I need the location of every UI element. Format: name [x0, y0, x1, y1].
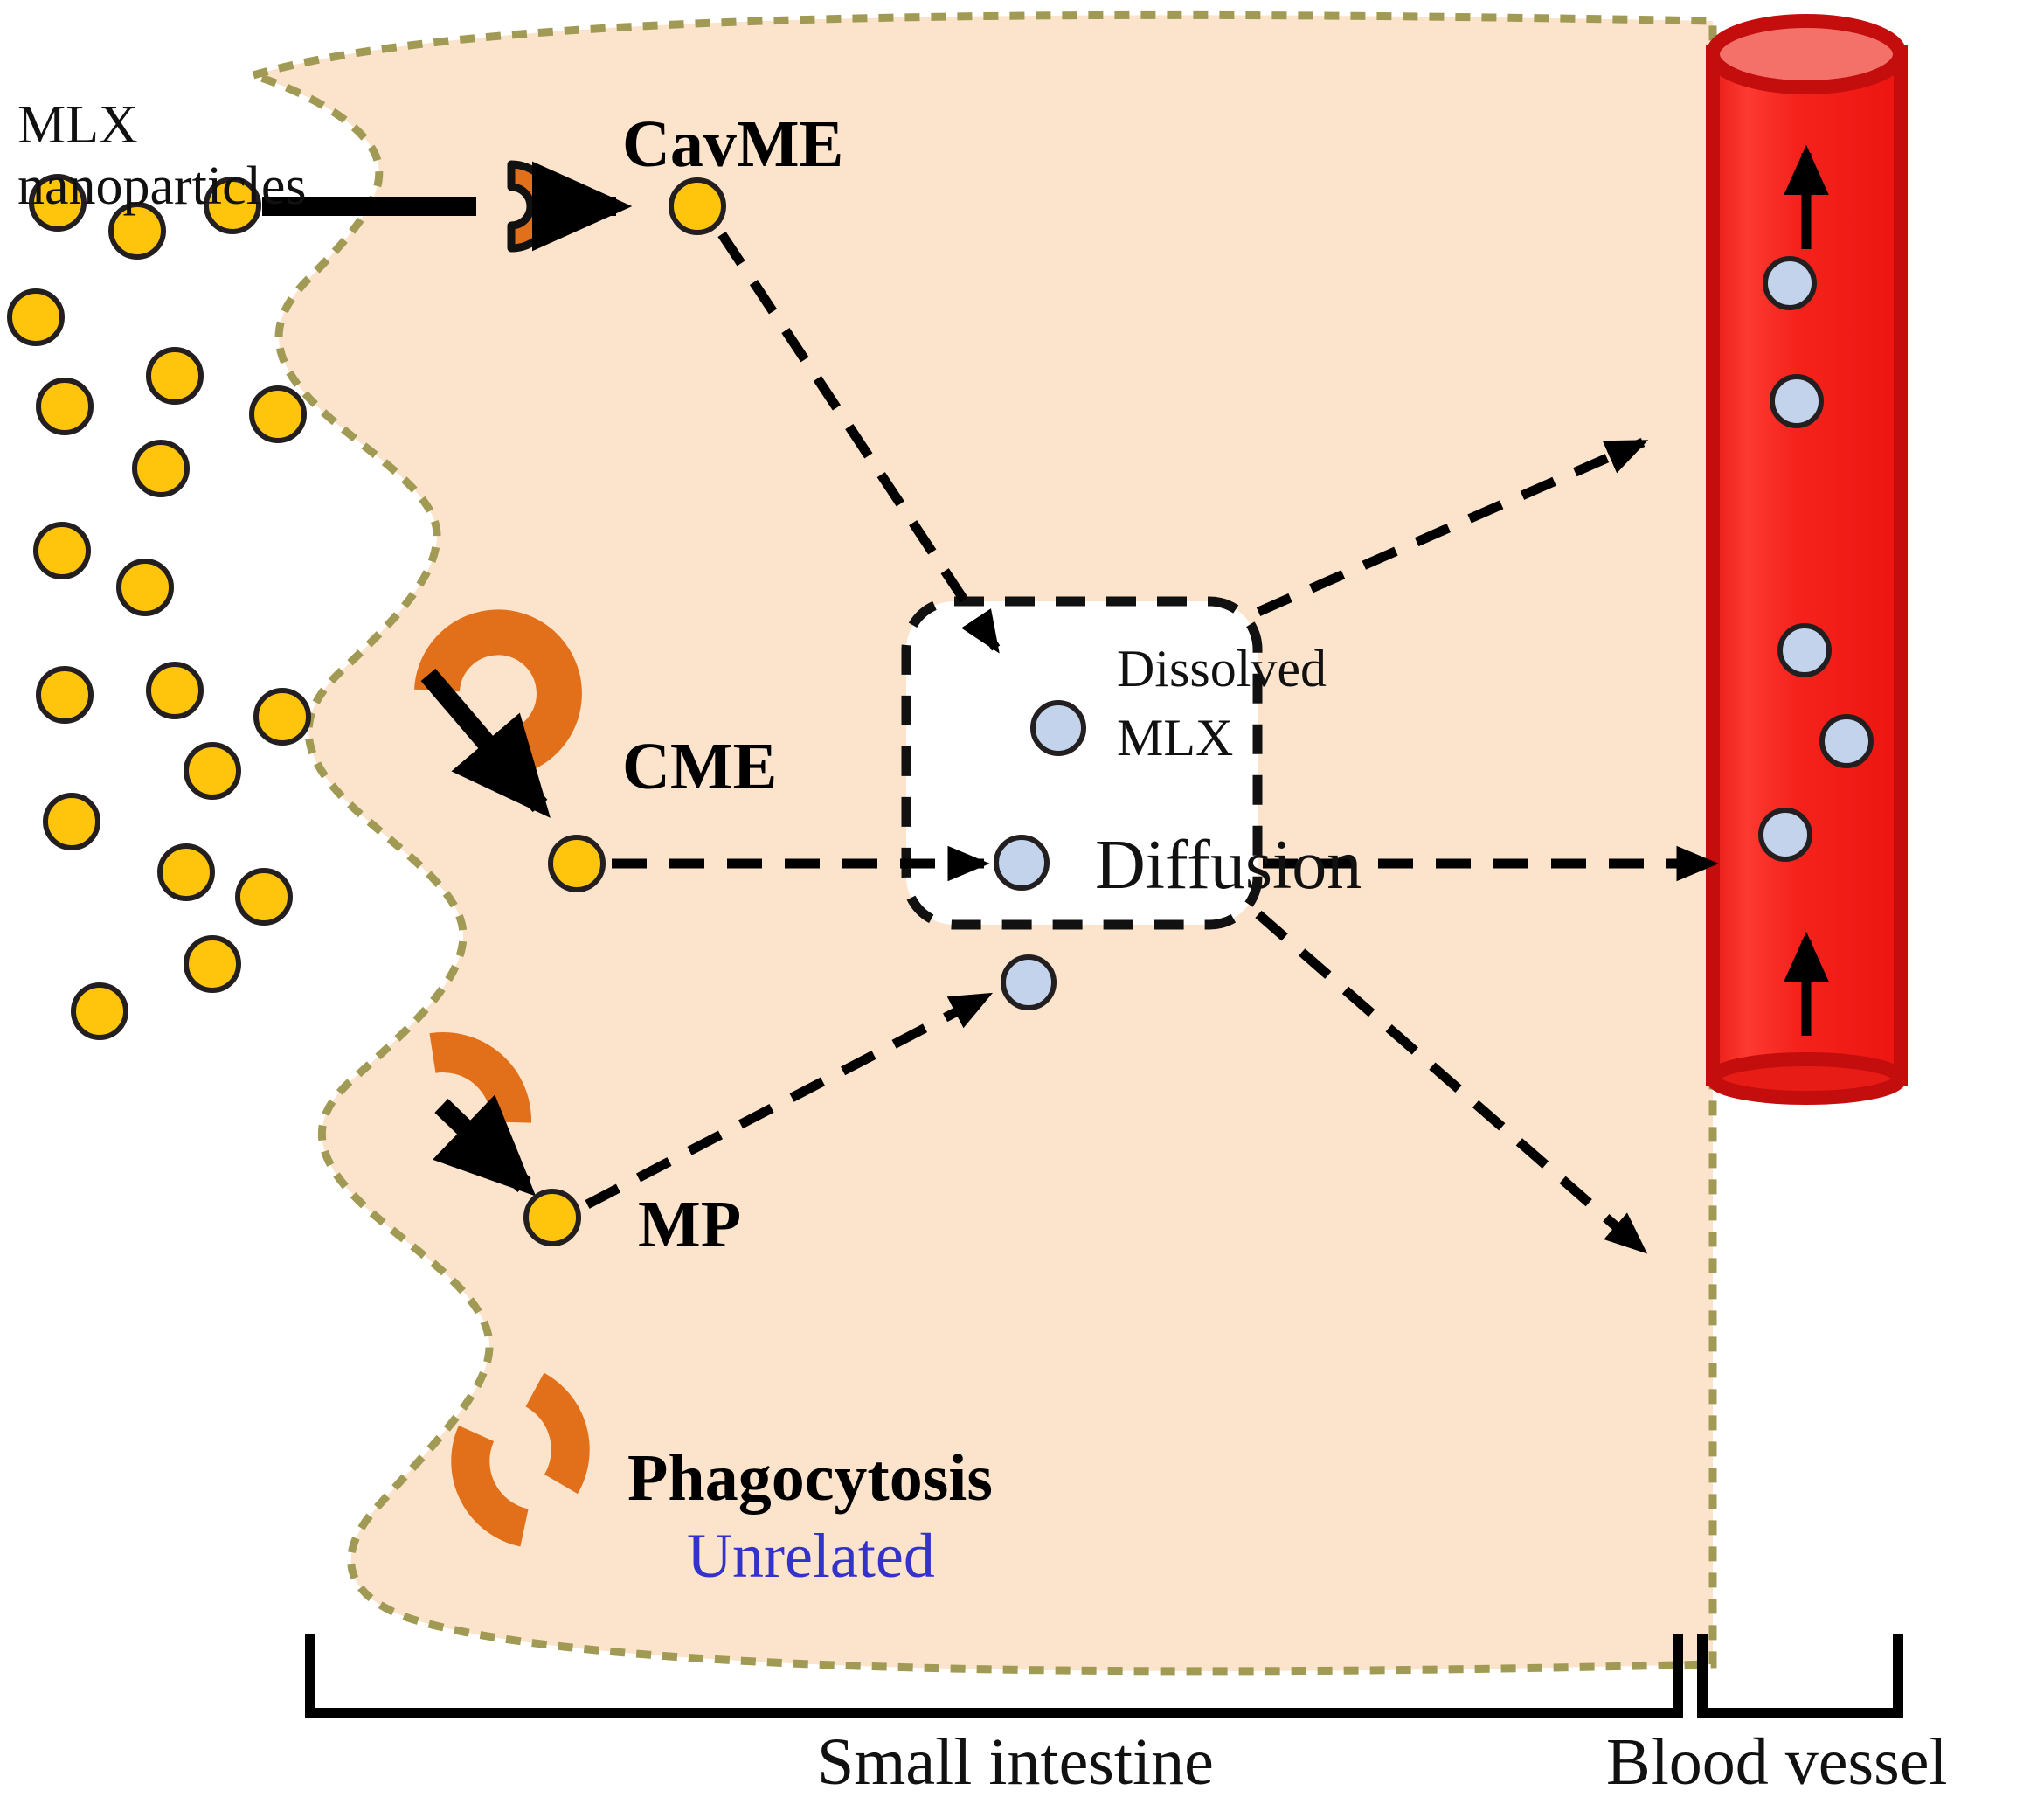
bracket-small-intestine [305, 1634, 1683, 1718]
dissolved-mlx-in-box [994, 700, 1086, 1010]
mp-inbound-arrow [432, 1094, 537, 1197]
cavme-internalized-nanoparticle [669, 177, 726, 235]
vessel-top-cap [1706, 14, 1907, 94]
pathway-label-cme: CME [622, 730, 778, 803]
dissolved-mlx-label-line2: MLX [1117, 709, 1234, 767]
diffusion-box [901, 596, 1263, 1010]
pathway-label-cavme: CavME [622, 108, 844, 181]
pathway-cme [414, 609, 990, 892]
cme-inbound-arrow [420, 668, 551, 818]
diffusion-exit-arrow-lower [1255, 910, 1648, 1254]
diffusion-to-blood-arrows [1255, 437, 1719, 1254]
diffusion-box-border [901, 596, 1263, 930]
diffusion-label: Diffusion [1095, 827, 1362, 904]
mp-to-diffusion-arrow [585, 991, 994, 1209]
pathway-phagocytosis [451, 1372, 590, 1547]
pathway-cavme [262, 160, 1001, 654]
mlx-nanoparticles-label-line1: MLX [17, 95, 138, 155]
cme-internalized-nanoparticle [548, 835, 606, 892]
mp-internalized-nanoparticle [523, 1189, 581, 1246]
compartment-label-blood-vessel: Blood vessel [1606, 1725, 1948, 1799]
pathway-label-phagocytosis: Phagocytosis [627, 1441, 993, 1515]
compartment-brackets [305, 1634, 1903, 1718]
phagocytosis-receptor-icon-right [524, 1372, 590, 1495]
dissolved-mlx-label-line1: Dissolved [1117, 640, 1327, 697]
diffusion-exit-arrow-upper [1256, 437, 1649, 617]
dissolved-mlx-in-vessel [1758, 256, 1874, 862]
pathway-mp [429, 991, 994, 1246]
bracket-blood-vessel [1697, 1634, 1903, 1718]
mlx-nanoparticles-label-line2: nanoparticles [17, 156, 307, 216]
vessel-bottom-cap [1706, 1052, 1907, 1105]
cavme-to-diffusion-arrow [717, 231, 1001, 654]
compartment-label-small-intestine: Small intestine [817, 1725, 1214, 1799]
pathway-label-mp: MP [638, 1188, 742, 1261]
phagocytosis-status-unrelated: Unrelated [687, 1521, 935, 1591]
mlx-nanoparticles-lumen [7, 174, 311, 1040]
blood-vessel [1706, 14, 1908, 1105]
phagocytosis-receptor-icon-left [451, 1426, 530, 1547]
